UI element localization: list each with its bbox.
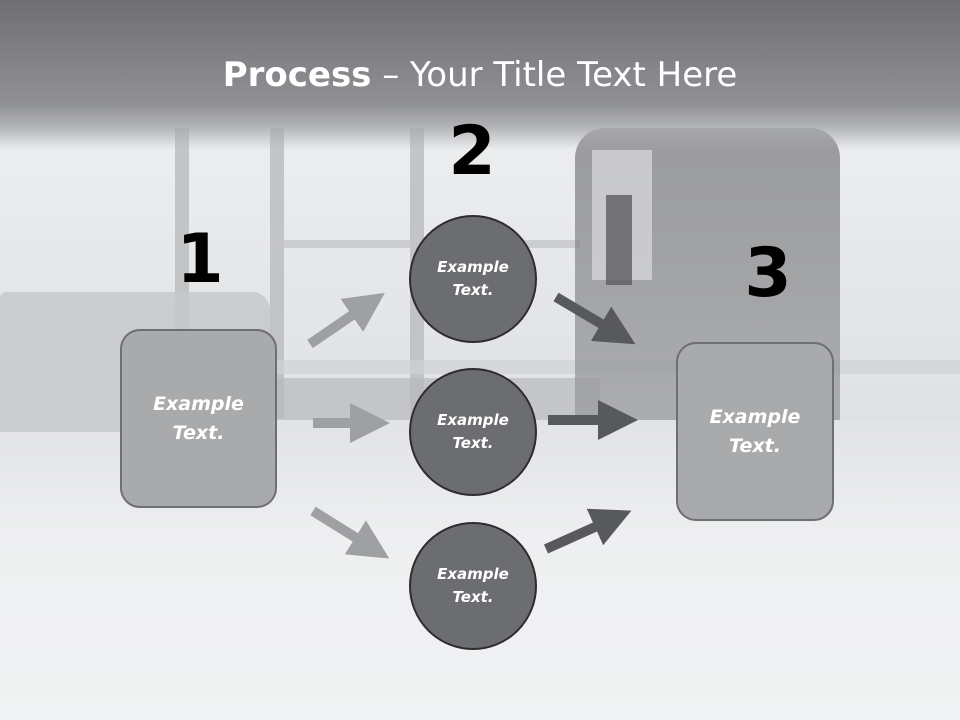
step-2-mid-circle: Example Text. <box>409 368 537 496</box>
step-3-line1: Example <box>709 405 801 428</box>
step-3-box: Example Text. <box>676 342 834 521</box>
step-2-bottom-line1: Example <box>437 565 509 583</box>
step-1-line2: Text. <box>172 421 225 444</box>
step-2-bottom-circle: Example Text. <box>409 522 537 650</box>
arrow-1-to-2-top <box>307 292 385 349</box>
step-2-mid-line2: Text. <box>452 434 494 452</box>
step-2-top-line1: Example <box>437 258 509 276</box>
step-1-box: Example Text. <box>120 329 277 508</box>
step-number-3: 3 <box>744 234 792 313</box>
step-number-1: 1 <box>176 220 224 299</box>
slide-title: Process – Your Title Text Here <box>0 50 960 100</box>
step-2-bottom-line2: Text. <box>452 588 494 606</box>
step-2-top-circle: Example Text. <box>409 215 537 343</box>
arrow-2top-to-3 <box>553 292 636 345</box>
arrow-2bottom-to-3 <box>543 508 632 554</box>
arrow-1-to-2-bottom <box>310 506 390 559</box>
title-rest: – Your Title Text Here <box>371 55 738 95</box>
step-number-2: 2 <box>448 112 496 191</box>
title-band <box>0 0 960 150</box>
step-2-mid-line1: Example <box>437 411 509 429</box>
title-bold: Process <box>222 55 372 95</box>
step-3-line2: Text. <box>729 434 781 457</box>
step-1-line1: Example <box>153 392 244 415</box>
step-2-top-line2: Text. <box>452 281 494 299</box>
